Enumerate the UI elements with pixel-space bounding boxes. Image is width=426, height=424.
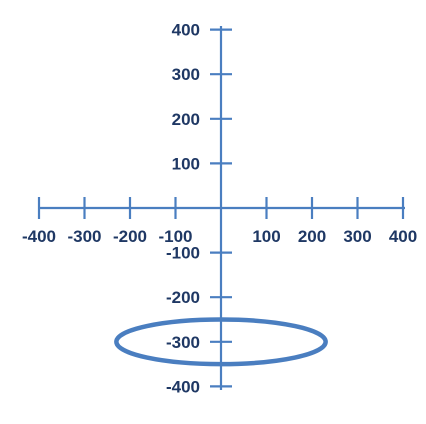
x-tick-label: 200 bbox=[298, 227, 326, 246]
y-tick-label: 200 bbox=[172, 110, 200, 129]
y-tick-label: 400 bbox=[172, 21, 200, 40]
y-tick-label: 100 bbox=[172, 154, 200, 173]
y-tick-label: -400 bbox=[166, 377, 200, 396]
y-tick-label: 300 bbox=[172, 65, 200, 84]
axes-group bbox=[37, 26, 405, 390]
y-axis-ticks bbox=[210, 28, 232, 388]
x-tick-label: -300 bbox=[67, 227, 101, 246]
x-axis-tick-labels: -400 -300 -200 -100 100 200 300 400 bbox=[22, 227, 417, 246]
y-tick-label: -300 bbox=[166, 333, 200, 352]
x-tick-label: -400 bbox=[22, 227, 56, 246]
x-tick-label: -200 bbox=[113, 227, 147, 246]
x-tick-label: 100 bbox=[252, 227, 280, 246]
ellipse-shape bbox=[114, 317, 328, 367]
y-tick-label: -200 bbox=[166, 288, 200, 307]
x-tick-label: 400 bbox=[389, 227, 417, 246]
x-tick-label: 300 bbox=[343, 227, 371, 246]
y-tick-label: -100 bbox=[166, 244, 200, 263]
y-axis-tick-labels: 400 300 200 100 -100 -200 -300 -400 bbox=[166, 21, 200, 397]
x-tick-label: -100 bbox=[158, 227, 192, 246]
x-axis-ticks bbox=[37, 197, 405, 219]
